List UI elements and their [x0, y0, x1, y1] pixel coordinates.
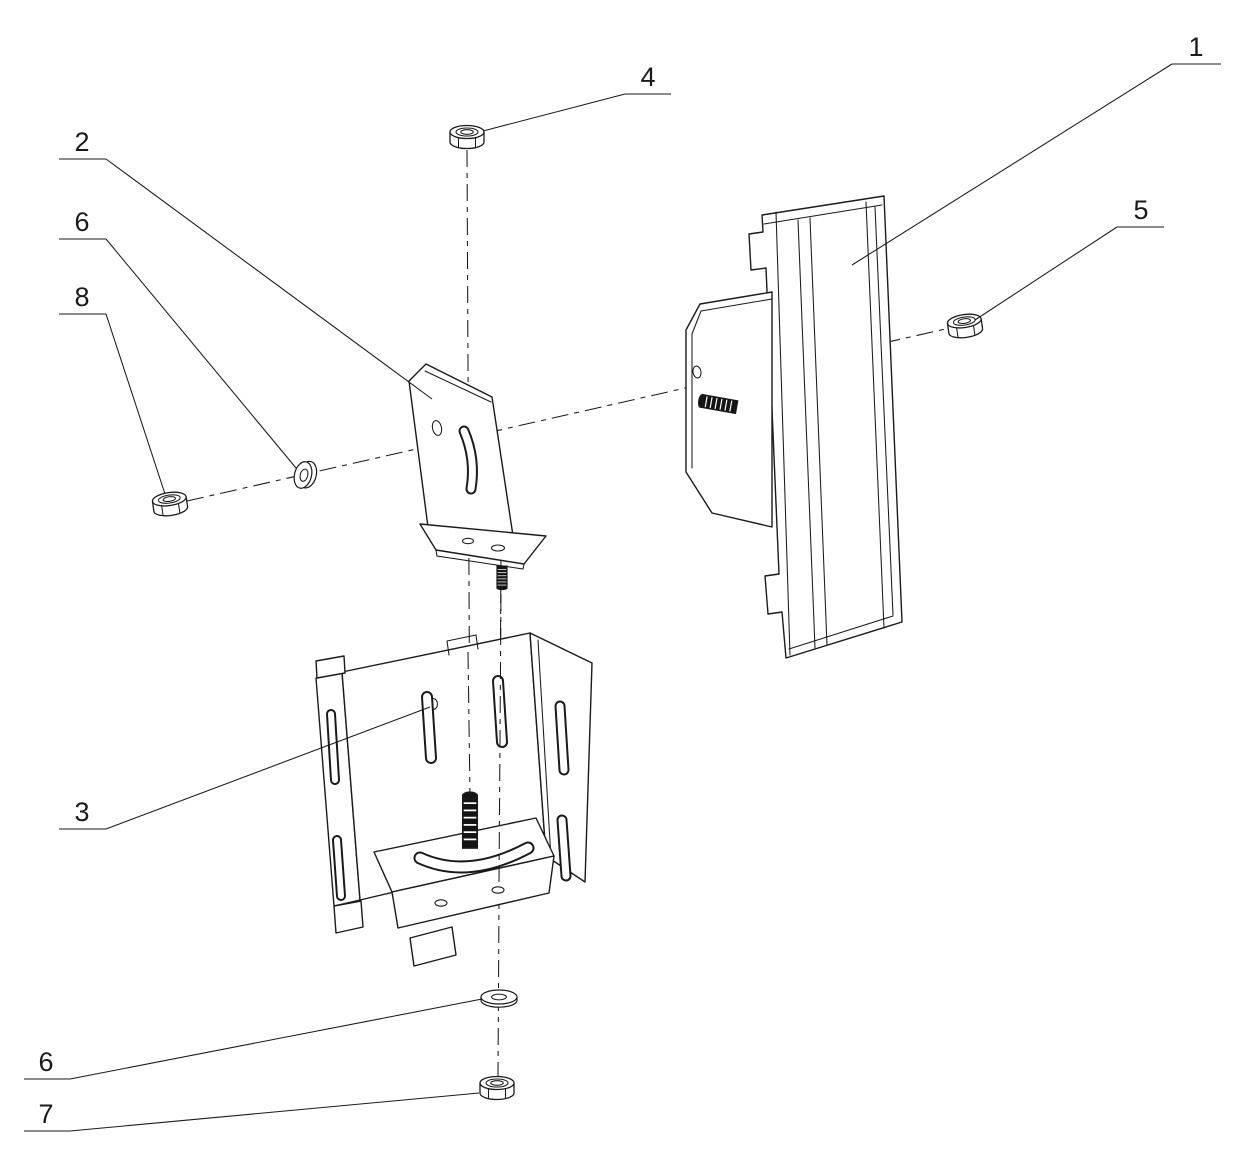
flange-hole-rear [461, 537, 475, 545]
callout-1: 1 [851, 32, 1221, 266]
left-foot [333, 900, 364, 934]
front-lip [391, 855, 555, 929]
center-line-overlays [467, 593, 502, 883]
callout-6-upper: 6 [59, 207, 297, 469]
top-notch [446, 634, 479, 656]
part-1-mounting-plate [685, 291, 773, 528]
top-left-tab [315, 655, 346, 679]
callout-8: 8 [59, 282, 166, 495]
bottom-tab [409, 926, 457, 967]
stud-part-3 [461, 791, 479, 849]
leader-line [105, 158, 433, 400]
callout-label: 6 [74, 207, 89, 237]
callout-label: 1 [1188, 32, 1203, 62]
lip-hole-left [434, 899, 448, 907]
callout-6-lower: 6 [24, 998, 483, 1080]
horizontal-axis [186, 324, 964, 502]
plate-hole [692, 365, 702, 379]
leader-line [105, 706, 431, 830]
nut-5 [945, 311, 985, 341]
stud-part-2 [496, 565, 508, 591]
callout-2: 2 [59, 127, 433, 400]
leader-line [105, 313, 166, 495]
leader-line [482, 93, 626, 132]
bracket-hole [431, 420, 443, 436]
washer-6-lower [480, 989, 518, 1008]
leader-line [105, 238, 297, 469]
washer-6-upper [293, 460, 318, 489]
lip-hole-right [491, 886, 505, 894]
part-3-support-bracket [315, 632, 593, 967]
callout-label: 6 [38, 1047, 53, 1077]
callout-7: 7 [24, 1092, 480, 1132]
callout-5: 5 [974, 195, 1164, 321]
part-1-channel [748, 195, 903, 659]
callout-label: 5 [1133, 195, 1148, 225]
callout-3: 3 [59, 706, 431, 830]
callout-label: 8 [74, 282, 89, 312]
leader-line [851, 63, 1173, 266]
bracket-flange [419, 523, 547, 570]
leader-line [974, 226, 1118, 321]
nut-4 [449, 124, 485, 150]
callout-label: 3 [74, 797, 89, 827]
nut-8 [150, 489, 190, 519]
base-shelf [373, 817, 555, 929]
callout-label: 7 [38, 1099, 53, 1129]
callout-4: 4 [482, 62, 671, 132]
leader-line [69, 1092, 480, 1132]
nut-7 [479, 1075, 515, 1101]
leader-line [69, 998, 483, 1080]
flange-hole-front [490, 544, 506, 552]
part-2-angle-bracket [408, 363, 547, 591]
callout-label: 2 [74, 127, 89, 157]
vertical-axis-upper [466, 149, 471, 799]
callout-label: 4 [640, 62, 655, 92]
